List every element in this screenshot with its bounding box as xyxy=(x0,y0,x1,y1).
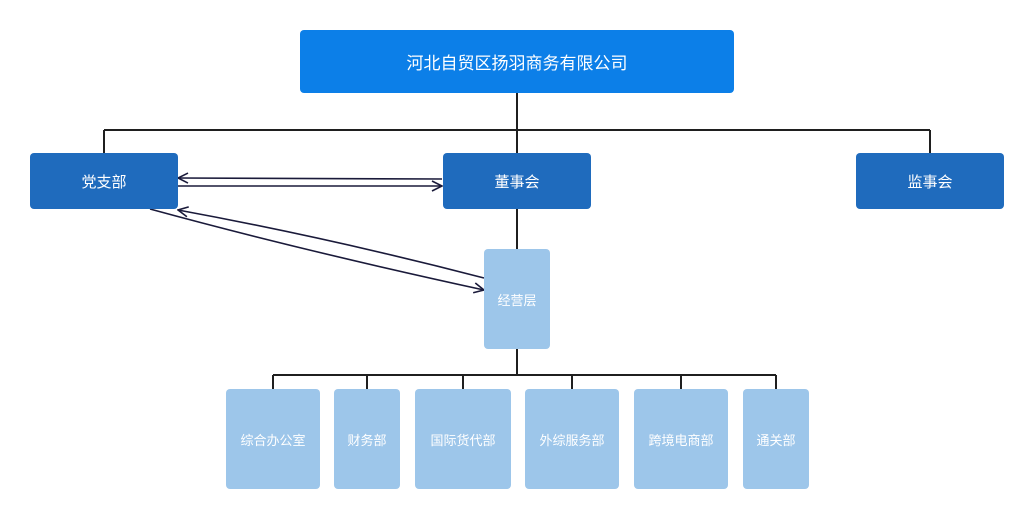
supervisors-node: 监事会 xyxy=(856,153,1004,209)
dept-cross-border-ecommerce-node: 跨境电商部 xyxy=(634,389,728,489)
dept-label: 外综服务部 xyxy=(539,433,605,449)
dept-label: 国际货代部 xyxy=(430,433,496,449)
company-label: 河北自贸区扬羽商务有限公司 xyxy=(406,54,628,74)
arrow-board-to-party xyxy=(178,178,443,179)
company-node: 河北自贸区扬羽商务有限公司 xyxy=(300,30,734,93)
arrow-party-to-management xyxy=(149,208,484,290)
dept-finance-node: 财务部 xyxy=(334,389,400,489)
party-branch-label: 党支部 xyxy=(81,172,127,191)
dept-customs-clearance-node: 通关部 xyxy=(743,389,809,489)
board-label: 董事会 xyxy=(494,172,540,191)
dept-general-office-node: 综合办公室 xyxy=(226,389,320,489)
board-node: 董事会 xyxy=(443,153,591,209)
arrow-management-to-party xyxy=(178,210,485,279)
dept-label: 跨境电商部 xyxy=(648,433,714,449)
management-node: 经营层 xyxy=(484,249,550,349)
party-branch-node: 党支部 xyxy=(30,153,178,209)
dept-label: 财务部 xyxy=(347,433,387,449)
dept-foreign-trade-services-node: 外综服务部 xyxy=(525,389,619,489)
dept-label: 综合办公室 xyxy=(240,433,306,449)
management-label: 经营层 xyxy=(497,293,537,309)
dept-label: 通关部 xyxy=(756,433,796,449)
supervisors-label: 监事会 xyxy=(907,172,953,191)
dept-freight-forwarding-node: 国际货代部 xyxy=(415,389,511,489)
